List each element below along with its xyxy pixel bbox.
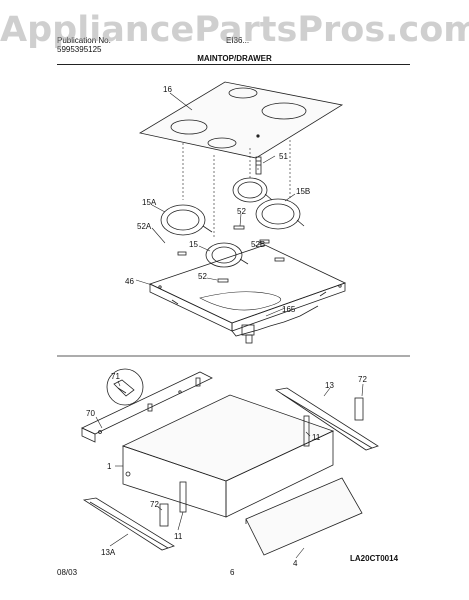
element-spring-51 (255, 156, 262, 175)
callout-52A: 52A (137, 222, 152, 231)
radiant-element-small-rear (232, 177, 273, 203)
publication-label: Publication No. (57, 36, 111, 45)
callout-15: 15 (189, 240, 198, 249)
callout-11: 11 (312, 433, 321, 442)
model-number: EI36... (226, 36, 250, 45)
callout-13: 13 (325, 381, 334, 390)
radiant-element-15B (255, 198, 305, 230)
slide-bracket-11 (179, 415, 310, 513)
callout-72b: 72 (150, 500, 159, 509)
drawer-rail-70 (81, 371, 213, 443)
callout-52: 52 (237, 207, 246, 216)
callout-52b: 52 (198, 272, 207, 281)
section-title: MAINTOP/DRAWER (197, 54, 272, 63)
guide-rail-closeup-71 (106, 368, 144, 406)
callout-4: 4 (293, 559, 298, 568)
callout-51: 51 (279, 152, 288, 161)
callout-46: 46 (125, 277, 134, 286)
callout-71: 71 (111, 372, 120, 381)
header-rule (57, 64, 410, 65)
diagram-code: LA20CT0014 (350, 554, 399, 563)
callout-70: 70 (86, 409, 95, 418)
callout-165: 165 (282, 305, 296, 314)
publication-number: 5995395125 (57, 45, 102, 54)
callout-labels: 16 51 15B 15A 52 52A 15 52B 52 46 165 71… (86, 85, 399, 568)
drawer-front-panel-4 (245, 477, 363, 556)
callout-15A: 15A (142, 198, 157, 207)
drawer-slide-13A (82, 497, 175, 551)
cooktop-dashed-lines (182, 140, 291, 238)
bottom-leader-lines (95, 380, 364, 559)
radiant-element-15A (160, 204, 213, 236)
callout-52B: 52B (251, 240, 265, 249)
wire-harness-165 (231, 305, 319, 344)
callout-15B: 15B (296, 187, 310, 196)
callout-1: 1 (107, 462, 112, 471)
callout-72: 72 (358, 375, 367, 384)
glass-cooktop (138, 81, 344, 159)
top-leader-lines (135, 92, 296, 317)
callout-13A: 13A (101, 548, 116, 557)
drawer-box (121, 394, 335, 518)
footer-date: 08/03 (57, 568, 78, 577)
drawer-slide-13 (274, 387, 379, 451)
element-clips (177, 225, 285, 283)
footer-page-number: 6 (230, 568, 235, 577)
callout-16: 16 (163, 85, 172, 94)
burner-box-frame (148, 244, 347, 332)
radiant-element-15 (205, 242, 249, 268)
callout-11b: 11 (174, 532, 183, 541)
